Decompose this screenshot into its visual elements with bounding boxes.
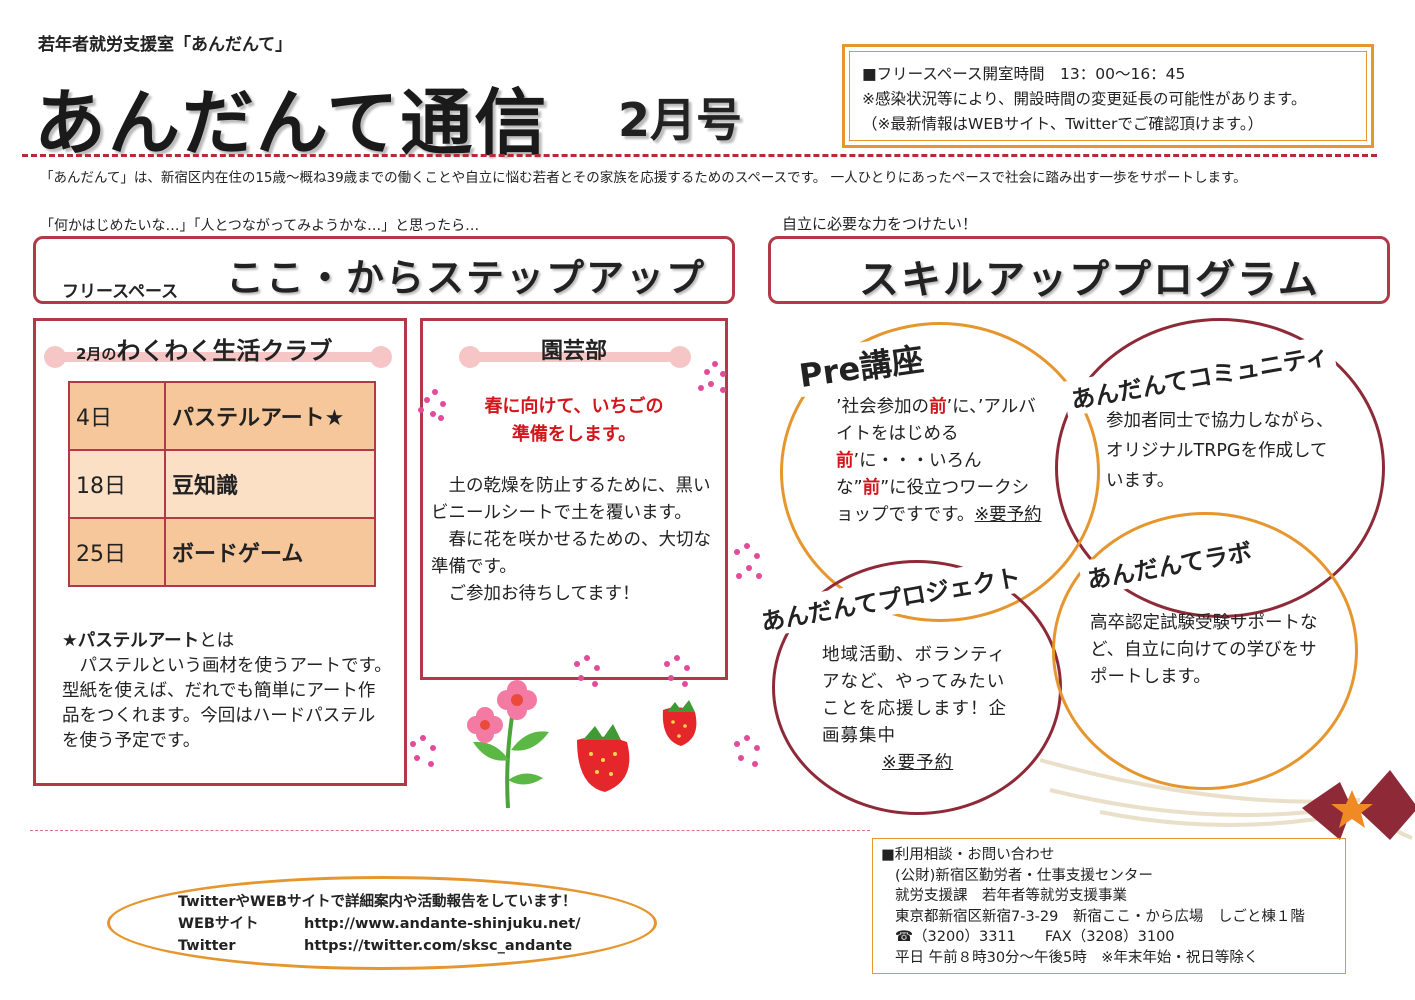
opening-hours: ■フリースペース開室時間 13：00～16：45: [862, 65, 1186, 83]
highlight-word: 前: [836, 451, 854, 471]
text-fragment: ’社会参加の: [836, 397, 930, 417]
reservation-required: ※要予約: [882, 753, 954, 773]
inquiry-section: 就労支援課 若年者等就労支援事業: [895, 888, 1127, 904]
ribbon-decoration: [1040, 758, 1415, 840]
club-month-label: 2月の: [76, 345, 117, 363]
online-info-box: TwitterやWEBサイトで詳細案内や活動報告をしています！ WEBサイト ht…: [107, 876, 657, 970]
pin-bar-decoration: [50, 352, 390, 362]
project-text: 地域活動、ボランティアなど、やってみたいことを応援します！企画募集中 ※要予約: [822, 642, 1018, 777]
strawberry-icon: [662, 700, 697, 746]
inquiry-heading: ■利用相談・お問い合わせ: [881, 847, 1055, 863]
schedule-activity: パステルアート★: [164, 381, 376, 451]
twitter-label: Twitter: [178, 938, 236, 954]
strawberry-icon: [577, 724, 630, 792]
pin-decoration: [459, 346, 481, 368]
opening-hours-box: ■フリースペース開室時間 13：00～16：45 ※感染状況等により、開設時間の…: [842, 44, 1374, 148]
header-divider: [22, 154, 1377, 157]
pastel-art-body: パステルという画材を使うアートです。型紙を使えば、だれでも簡単にアート作品をつく…: [62, 656, 392, 751]
skillup-title: スキルアッププログラム: [859, 257, 1320, 303]
pastel-art-heading: ★パステルアート: [62, 631, 200, 651]
schedule-day: 18日: [68, 449, 166, 519]
free-space-label: フリースペース: [62, 282, 179, 302]
skillup-lead: 自立に必要な力をつけたい！: [782, 215, 978, 233]
text-fragment: ”に役立つワークショップですです。: [836, 478, 1030, 525]
club-name: わくわく生活クラブ: [116, 337, 333, 365]
online-info-heading: TwitterやWEBサイトで詳細案内や活動報告をしています！: [178, 894, 577, 910]
paragraph: 春に花を咲かせるための、大切な準備です。: [431, 530, 711, 577]
footer-divider: [30, 830, 870, 831]
lab-text: 高卒認定試験受験サポートなど、自立に向けての学びをサポートします。: [1090, 613, 1318, 687]
schedule-activity: 豆知識: [164, 449, 376, 519]
gardening-panel: 園芸部 春に向けて、いちごの 準備をします。 土の乾燥を防止するために、黒いビニ…: [420, 318, 728, 680]
lab-circle: [1052, 512, 1358, 790]
pastel-art-description: ★パステルアートとは パステルという画材を使うアートです。型紙を使えば、だれでも…: [62, 629, 392, 754]
paragraph: 土の乾燥を防止するために、黒いビニールシートで土を覆います。: [431, 476, 711, 523]
highlight-line: 春に向けて、いちごの: [484, 396, 664, 417]
hours-info-note: （※最新情報はWEBサイト、Twitterでご確認頂けます。）: [862, 115, 1264, 133]
pin-decoration: [370, 346, 392, 368]
gardening-title: 園芸部: [540, 339, 607, 364]
dot-cluster-icon: [410, 361, 762, 767]
twitter-link[interactable]: https://twitter.com/sksc_andante: [304, 938, 573, 954]
free-space-title: ここ・からステップアップ: [226, 256, 707, 300]
table-row: 25日 ボードゲーム: [68, 517, 376, 587]
schedule-activity: ボードゲーム: [164, 517, 376, 587]
text-fragment: ’に、’アルバイトをはじめる: [836, 397, 1036, 444]
pastel-art-heading-suffix: とは: [199, 631, 235, 651]
gardening-highlight: 春に向けて、いちごの 準備をします。: [423, 393, 725, 449]
club-schedule-table: 4日 パステルアート★ 18日 豆知識 25日 ボードゲーム: [68, 381, 376, 587]
pin-decoration: [669, 346, 691, 368]
inquiry-box: ■利用相談・お問い合わせ (公財)新宿区勤労者・仕事支援センター 就労支援課 若…: [872, 838, 1346, 974]
inquiry-hours: 平日 午前８時30分～午後5時 ※年末年始・祝日等除く: [895, 949, 1259, 966]
skillup-banner: スキルアッププログラム: [768, 236, 1390, 304]
highlight-word: 前: [862, 478, 881, 498]
free-space-banner: フリースペース ここ・からステップアップ: [33, 236, 735, 304]
inquiry-phone: ☎（3200）3311 FAX（3208）3100: [895, 929, 1175, 945]
issue-month: 2月号: [618, 93, 743, 147]
pre-course-text: ’社会参加の前’に、’アルバイトをはじめる前’に・・・いろんな”前”に役立つワー…: [836, 394, 1046, 529]
hours-notice: ※感染状況等により、開設時間の変更延長の可能性があります。: [862, 90, 1307, 108]
schedule-day: 4日: [68, 381, 166, 451]
website-link[interactable]: http://www.andante-shinjuku.net/: [304, 916, 581, 932]
schedule-day: 25日: [68, 517, 166, 587]
intro-text: 「あんだんて」は、新宿区内在住の15歳～概ね39歳までの働くことや自立に悩む若者…: [40, 170, 1247, 186]
paragraph: ご参加お待ちしてます！: [431, 584, 640, 604]
reservation-required: ※要予約: [974, 505, 1042, 525]
pin-decoration: [44, 346, 66, 368]
project-body: 地域活動、ボランティアなど、やってみたいことを応援します！企画募集中: [822, 645, 1007, 746]
pin-bar-decoration: [465, 352, 689, 362]
star-icon: [1331, 790, 1373, 828]
decorations-illustration: [410, 361, 762, 809]
inquiry-org: (公財)新宿区勤労者・仕事支援センター: [895, 867, 1153, 884]
text-fragment: ’に・・・いろんな”: [836, 451, 982, 498]
highlight-word: 前: [929, 397, 947, 417]
flower-icon: [467, 680, 549, 809]
table-row: 4日 パステルアート★: [68, 381, 376, 451]
newsletter-title: あんだんて通信: [34, 81, 549, 165]
highlight-line: 準備をします。: [511, 424, 637, 445]
inquiry-address: 東京都新宿区新宿7-3-29 新宿ここ・から広場 しごと棟１階: [895, 908, 1305, 925]
life-club-title: 2月のわくわく生活クラブ: [76, 331, 332, 366]
gardening-body: 土の乾燥を防止するために、黒いビニールシートで土を覆います。 春に花を咲かせるた…: [431, 473, 723, 608]
life-club-panel: 2月のわくわく生活クラブ 4日 パステルアート★ 18日 豆知識 25日 ボード…: [33, 318, 407, 786]
table-row: 18日 豆知識: [68, 449, 376, 519]
community-text: 参加者同士で協力しながら、オリジナルTRPGを作成しています。: [1106, 411, 1334, 491]
free-space-lead: 「何かはじめたいな…」「人とつながってみようかな…」と思ったら…: [40, 218, 480, 234]
web-label: WEBサイト: [178, 916, 259, 932]
organization-name: 若年者就労支援室「あんだんて」: [38, 35, 293, 55]
